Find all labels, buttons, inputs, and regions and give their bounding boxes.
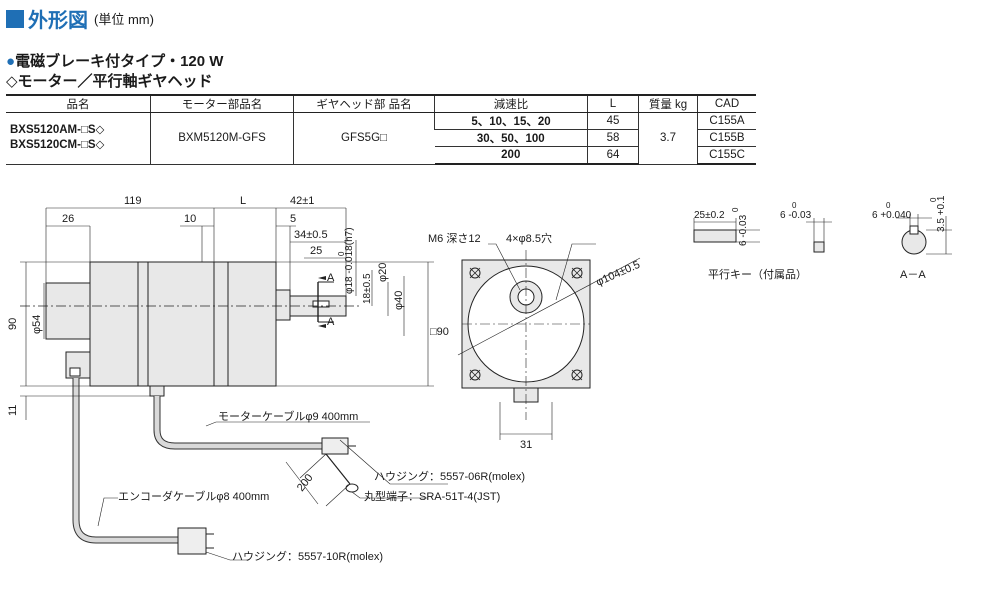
table-header-row: 品名 モーター部品名 ギヤヘッド部 品名 減速比 L 質量 kg CAD <box>6 94 756 113</box>
header-motor-part: モーター部品名 <box>150 94 294 113</box>
dim-18: 18±0.5 <box>362 273 373 304</box>
product-cell: BXS5120AM-□S◇ BXS5120CM-□S◇ <box>6 112 151 165</box>
dim-42: 42±1 <box>290 195 314 207</box>
table-row: BXS5120AM-□S◇ BXS5120CM-□S◇ BXM5120M-GFS… <box>6 112 756 165</box>
cad-cell: C155B <box>697 129 756 147</box>
title-text: 外形図 <box>28 10 88 32</box>
dim-25: 25 <box>310 245 322 257</box>
dim-26: 26 <box>62 213 74 225</box>
label-m6: M6 深さ12 <box>428 232 481 245</box>
header-l: L <box>587 94 639 113</box>
header-mass: 質量 kg <box>638 94 698 113</box>
dim-l: L <box>240 195 246 207</box>
cad-cell: C155C <box>697 146 756 165</box>
cad-cell: C155A <box>697 112 756 130</box>
key-label: 平行キー（付属品） <box>708 268 807 281</box>
l-cell: 64 <box>587 146 639 165</box>
parallel-key <box>693 229 737 243</box>
key-6a: 6 -0.03 <box>738 214 749 246</box>
title-square-icon <box>6 9 24 28</box>
dim-5: 5 <box>290 213 296 225</box>
brake-section <box>45 282 91 340</box>
title-unit: (単位 mm) <box>94 12 154 27</box>
section-a-bottom: A <box>327 316 335 328</box>
output-boss <box>275 289 291 321</box>
section-title: 外形図 (単位 mm) <box>6 4 154 33</box>
encoder-cable-path <box>72 378 120 544</box>
spec-table: 品名 モーター部品名 ギヤヘッド部 品名 減速比 L 質量 kg CAD BXS… <box>6 94 756 165</box>
subtitle-gearhead: ◇モーター／平行軸ギヤヘッド <box>6 73 213 90</box>
motor-part-cell: BXM5120M-GFS <box>150 112 294 165</box>
label-encoder-cable: エンコーダケーブルφ8 400mm <box>118 489 269 503</box>
key-25: 25±0.2 <box>694 210 725 221</box>
bullet-icon: ● <box>6 53 16 70</box>
aa-35-zero: 0 <box>929 197 938 202</box>
dim-phi18-h7: φ18 -0.018(h7) <box>344 227 355 294</box>
dim-90-square: □90 <box>430 326 449 338</box>
gearhead-body <box>213 261 277 387</box>
ratio-cell: 5、10、15、20 <box>434 112 588 130</box>
table-row: 200 64 C155C <box>6 146 756 165</box>
header-product: 品名 <box>6 94 151 113</box>
label-housing-10: ハウジング：5557-10R(molex) <box>232 549 383 563</box>
aa-label: A－A <box>900 269 926 281</box>
dim-31: 31 <box>520 439 532 451</box>
ratio-cell: 200 <box>434 146 588 165</box>
subtitle-brake-type: ●電磁ブレーキ付タイプ・120 W <box>6 53 224 70</box>
aa-35: 3.5 +0.1 <box>936 195 947 232</box>
dim-119: 119 <box>124 195 142 207</box>
mass-cell: 3.7 <box>638 112 698 165</box>
label-housing-6: ハウジング：5557-06R(molex) <box>374 469 525 483</box>
dim-phi40: φ40 <box>393 291 405 310</box>
header-cad: CAD <box>697 94 756 113</box>
dim-90-left: 90 <box>7 318 19 330</box>
key-6b: 6 -0.03 <box>780 210 812 221</box>
dim-11: 11 <box>7 405 19 416</box>
gear-part-cell: GFS5G□ <box>293 112 435 165</box>
header-ratio: 減速比 <box>434 94 588 113</box>
label-motor-cable: モーターケーブルφ9 400mm <box>218 409 358 423</box>
aa-6: 6 +0.040 <box>872 210 912 221</box>
label-pcd: φ104±0.5 <box>594 259 642 289</box>
label-terminal: 丸型端子：SRA-51T-4(JST) <box>364 489 500 503</box>
table-row: 30、50、100 58 C155B <box>6 129 756 147</box>
ratio-cell: 30、50、100 <box>434 129 588 147</box>
l-cell: 58 <box>587 129 639 147</box>
dim-200: 200 <box>295 472 316 494</box>
aa-6-zero: 0 <box>886 201 891 210</box>
motor-body <box>89 261 215 387</box>
header-gear-part: ギヤヘッド部 品名 <box>293 94 435 113</box>
dim-phi54: φ54 <box>31 315 43 334</box>
l-cell: 45 <box>587 112 639 130</box>
motor-cable-path <box>153 396 218 450</box>
key-6a-zero: 0 <box>731 207 740 212</box>
label-holes: 4×φ8.5穴 <box>506 231 552 245</box>
dim-34: 34±0.5 <box>294 229 328 241</box>
dim-phi20: φ20 <box>377 263 389 282</box>
key-6b-zero: 0 <box>792 201 797 210</box>
dim-phi18-h7-zero: 0 <box>337 251 346 256</box>
section-a-top: A <box>327 272 335 284</box>
dim-10: 10 <box>184 213 196 225</box>
